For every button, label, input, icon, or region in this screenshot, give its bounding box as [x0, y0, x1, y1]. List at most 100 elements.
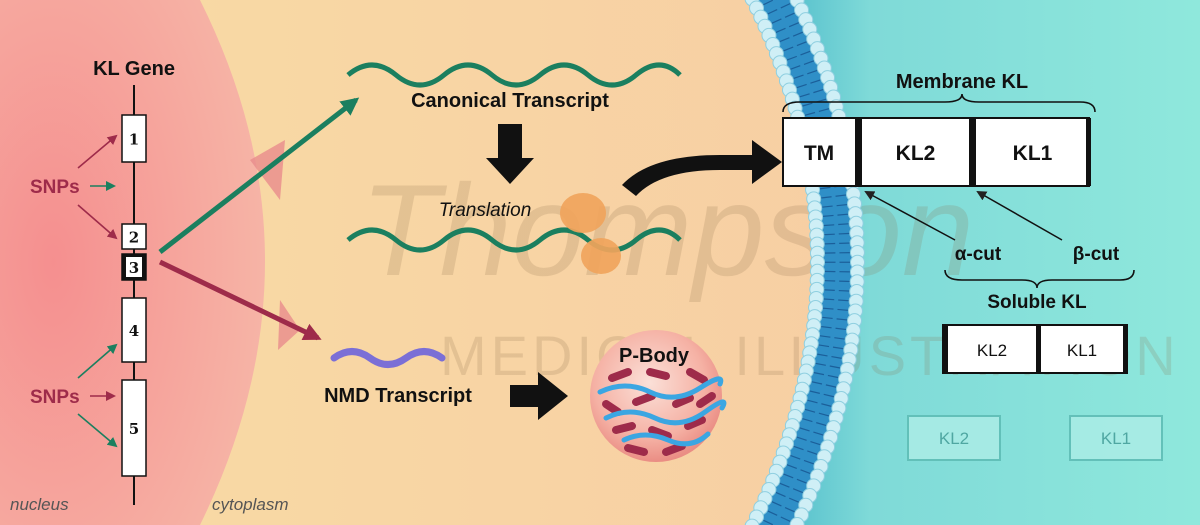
exon-box [121, 114, 147, 163]
lipid-tail [810, 380, 823, 385]
ribosome-large-subunit [560, 193, 606, 233]
gene-title: KL Gene [93, 58, 175, 80]
cytoplasm-label: cytoplasm [212, 495, 289, 514]
lipid-tail [800, 102, 813, 108]
lipid-tail [821, 307, 834, 310]
nucleus-label: nucleus [10, 495, 69, 514]
lipid-tail [788, 497, 801, 504]
rna-fragment [686, 368, 708, 384]
lipid-tail [823, 393, 836, 398]
lipid-tail [829, 365, 842, 369]
lipid-tail [761, 519, 774, 525]
lipid-tail [837, 308, 850, 312]
beta-cut-arrow [976, 191, 1063, 241]
p-body-contents [597, 368, 727, 456]
lipid-tail [810, 78, 823, 84]
rna-fragment [646, 368, 670, 380]
lipid-tail [819, 325, 832, 329]
faded-domain-label: KL1 [1101, 429, 1131, 448]
lipid-tail [815, 353, 828, 357]
lipid-tail [808, 390, 820, 394]
lipid-tail [781, 46, 794, 52]
lipid-tail [795, 83, 807, 89]
lipid-tail [817, 344, 830, 348]
nmd-label: NMD Transcript [324, 385, 472, 407]
lipid-tail [822, 289, 835, 291]
lipid-tail [800, 417, 813, 423]
rna-fragment [672, 394, 694, 408]
nmd-mrna [330, 348, 446, 368]
lipid-tail [838, 289, 851, 292]
soluble-kl-right-edge [1123, 325, 1128, 373]
lipid-tail [796, 478, 809, 485]
lipid-tail [791, 74, 804, 80]
lipid-tail [803, 111, 816, 117]
membrane-kl-domain: TM [804, 142, 834, 165]
faded-domain-box [907, 415, 1001, 461]
lipid-tail [818, 334, 831, 338]
lipid-tail [778, 482, 790, 488]
lipid-tail [834, 337, 847, 340]
lipid-tail [837, 213, 850, 216]
membrane-kl-end [1086, 118, 1091, 186]
lipid-tail [766, 509, 778, 516]
lipid-tail [825, 384, 838, 389]
lipid-tail [795, 436, 807, 441]
translation-label: Translation [439, 200, 532, 221]
faded-domains: KL2 KL1 [907, 415, 1163, 461]
alpha-cut-arrow [864, 191, 956, 241]
membrane-kl-label: Membrane KL [896, 71, 1028, 93]
membrane-kl-domain: KL1 [1013, 142, 1053, 165]
rna-fragment [696, 392, 716, 408]
soluble-kl-divider [1036, 325, 1041, 373]
exon-box [121, 223, 147, 250]
lipid-tail [785, 55, 797, 62]
lipid-tail [820, 205, 833, 208]
lipid-tail [797, 426, 810, 432]
lipid-tail [791, 445, 804, 451]
canonical-mrna [346, 62, 682, 88]
lipid-tail [836, 203, 849, 207]
lipid-tail [800, 50, 812, 56]
lipid-tail [827, 374, 840, 379]
lipid-tail [781, 472, 794, 479]
lipid-tail [788, 65, 801, 71]
curved-arrow [622, 140, 782, 196]
translated-mrna [346, 227, 682, 253]
lipid-tail [803, 408, 816, 413]
lipid-tail [784, 11, 797, 18]
exon-inner [126, 257, 142, 277]
soluble-kl-left-edge [943, 325, 948, 373]
lipid-head [744, 518, 760, 525]
rna-fragment [602, 400, 622, 416]
lipid-tail [813, 362, 826, 366]
lipid-tail [796, 40, 809, 47]
faded-domain-label: KL2 [939, 429, 969, 448]
lipid-tail [800, 469, 812, 475]
canonical-label: Canonical Transcript [411, 90, 609, 112]
lipid-tail [836, 318, 849, 321]
lipid-tail [838, 232, 851, 235]
rna-fragment [612, 422, 636, 434]
lipid-tail [803, 459, 816, 465]
pbody-label: P-Body [619, 345, 690, 367]
lipid-tail [813, 88, 826, 94]
alpha-cut-label: α-cut [955, 244, 1002, 265]
rna-strand [621, 431, 711, 447]
rna-strand [603, 399, 727, 426]
lipid-tail [838, 299, 851, 302]
lipid-tail [819, 196, 832, 199]
exon-box [121, 379, 147, 477]
rna-fragment [662, 442, 686, 456]
snps-label-bottom: SNPs [30, 387, 80, 408]
lipid-tail [820, 316, 833, 320]
lipid-tail [792, 31, 805, 37]
lipid-tail [818, 412, 831, 417]
lipid-tail [807, 450, 819, 456]
exon-label: 2 [129, 229, 139, 247]
lipid-tail [831, 355, 844, 360]
